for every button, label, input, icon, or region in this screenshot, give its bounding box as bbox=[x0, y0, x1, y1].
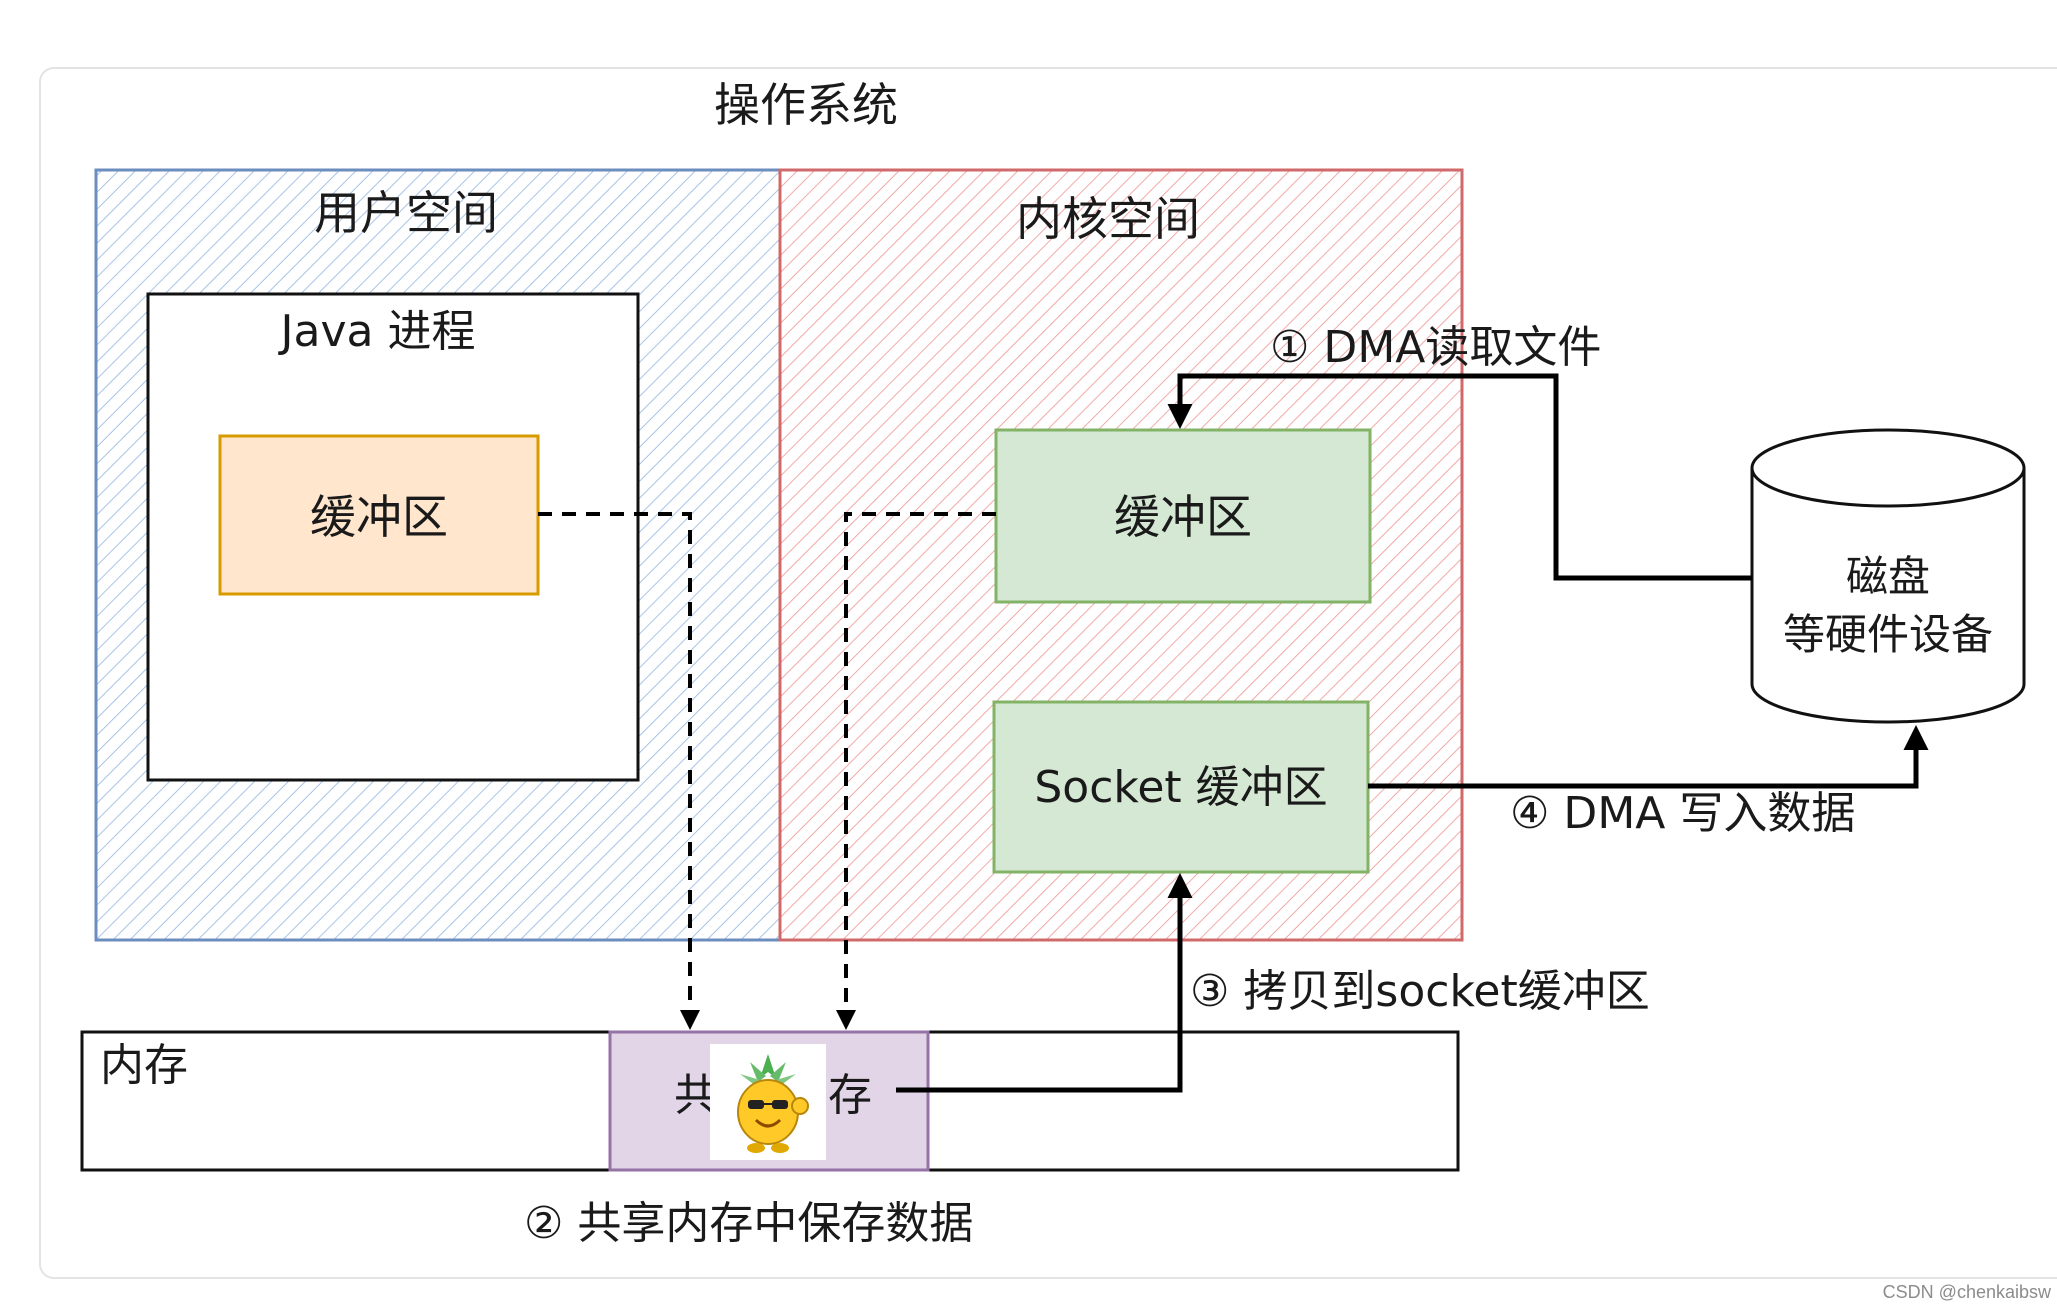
arrow-dma-read bbox=[1167, 373, 1752, 581]
user-buffer-box bbox=[218, 434, 540, 596]
user-space-title: 用户空间 bbox=[314, 186, 498, 240]
arrow-dma-write bbox=[1368, 725, 1929, 789]
memory-title: 内存 bbox=[100, 1040, 188, 1091]
step3-label: ③ 拷贝到socket缓冲区 bbox=[1190, 966, 1650, 1017]
kernel-buffer-label: 缓冲区 bbox=[1114, 490, 1252, 544]
java-process-title: Java 进程 bbox=[280, 306, 476, 357]
disk-label-line1: 磁盘 bbox=[1845, 552, 1931, 601]
step1-label: ① DMA读取文件 bbox=[1270, 322, 1602, 373]
user-buffer-label: 缓冲区 bbox=[310, 490, 448, 544]
step4-label: ④ DMA 写入数据 bbox=[1510, 788, 1856, 839]
os-title: 操作系统 bbox=[714, 78, 898, 132]
pineapple-mascot-icon bbox=[710, 1044, 826, 1160]
kernel-space-title: 内核空间 bbox=[1016, 192, 1200, 246]
dashed-arrow-user-to-shared bbox=[538, 512, 700, 1030]
socket-buffer-label: Socket 缓冲区 bbox=[1034, 762, 1328, 813]
socket-buffer-box bbox=[992, 700, 1370, 874]
arrow-copy-to-socket bbox=[896, 873, 1193, 1093]
step2-label: ② 共享内存中保存数据 bbox=[524, 1198, 974, 1249]
shared-memory-label-right: 存 bbox=[828, 1070, 872, 1121]
dashed-arrow-kernel-to-shared bbox=[836, 512, 996, 1030]
watermark: CSDN @chenkaibsw bbox=[1882, 1282, 2051, 1302]
disk-label-line2: 等硬件设备 bbox=[1782, 610, 1994, 659]
disk-cylinder bbox=[1750, 428, 2026, 724]
